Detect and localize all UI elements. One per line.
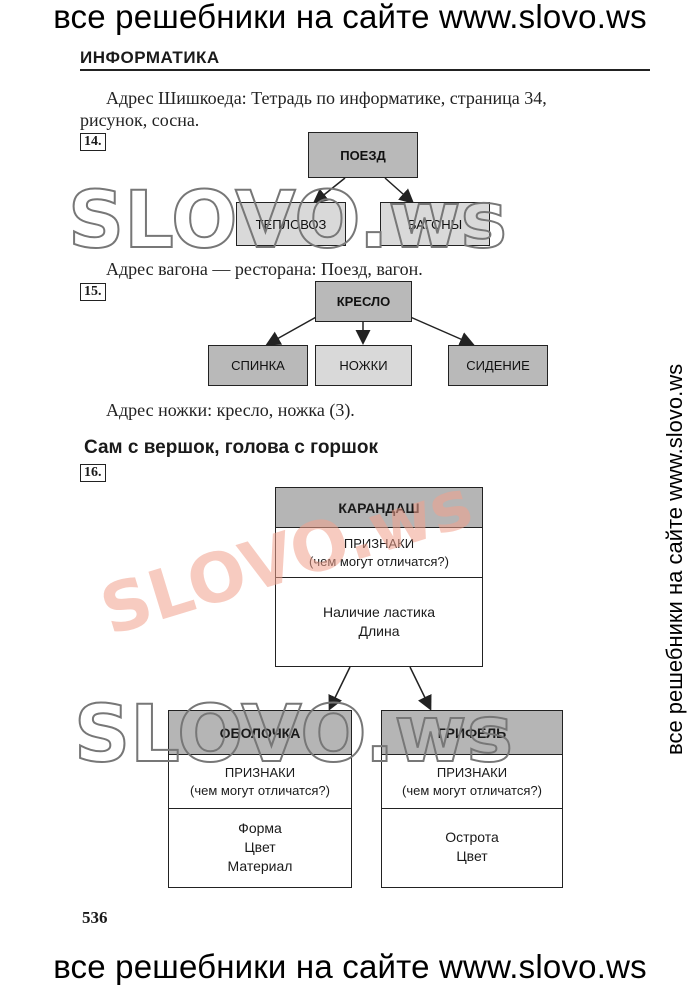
table-karandash-title: КАРАНДАШ <box>276 488 482 528</box>
task-15-answer: Адрес ножки: кресло, ножка (3). <box>106 400 355 420</box>
item: Длина <box>358 622 400 639</box>
table-grifel-features: ПРИЗНАКИ (чем могут отличатся?) <box>382 755 562 809</box>
table-obolochka: ОБОЛОЧКА ПРИЗНАКИ (чем могут отличатся?)… <box>168 710 352 888</box>
table-grifel-title: ГРИФЕЛЬ <box>382 711 562 755</box>
task-16-number: 16. <box>80 464 106 482</box>
item: Острота <box>445 829 499 845</box>
arrow-16-right <box>409 666 432 711</box>
features-sub: (чем могут отличатся?) <box>309 553 449 569</box>
node-sidenie: СИДЕНИЕ <box>448 345 548 386</box>
table-karandash-items: Наличие ластика Длина <box>276 578 482 665</box>
table-karandash: КАРАНДАШ ПРИЗНАКИ (чем могут отличатся?)… <box>275 487 483 667</box>
node-nozhki: НОЖКИ <box>315 345 412 386</box>
node-kreslo: КРЕСЛО <box>315 281 412 322</box>
table-obolochka-title: ОБОЛОЧКА <box>169 711 351 755</box>
table-grifel: ГРИФЕЛЬ ПРИЗНАКИ (чем могут отличатся?) … <box>381 710 563 888</box>
features-label: ПРИЗНАКИ <box>343 535 415 551</box>
table-grifel-items: Острота Цвет <box>382 809 562 885</box>
node-teplovoz: ТЕПЛОВОЗ <box>236 202 346 246</box>
intro-text-line2: рисунок, сосна. <box>80 110 200 130</box>
arrow-16-left <box>328 666 351 711</box>
features-sub: (чем могут отличатся?) <box>190 782 330 798</box>
table-obolochka-items: Форма Цвет Материал <box>169 809 351 885</box>
task-14-number: 14. <box>80 133 106 151</box>
section-heading: Сам с вершок, голова с горшок <box>84 437 378 458</box>
features-label: ПРИЗНАКИ <box>436 764 508 780</box>
arrow-14-left <box>312 177 346 204</box>
item: Наличие ластика <box>322 603 436 620</box>
watermark-outline-bottom: SLOVO.ws <box>73 689 514 781</box>
arrow-14-right <box>384 177 415 204</box>
intro-text-line1: Адрес Шишкоеда: Тетрадь по информатике, … <box>106 88 547 108</box>
node-spinka: СПИНКА <box>208 345 308 386</box>
item: Цвет <box>244 838 276 855</box>
item: Форма <box>238 819 282 836</box>
item: Материал <box>227 857 293 874</box>
top-banner: все решебники на сайте www.slovo.ws <box>53 0 647 35</box>
node-vagony: ВАГОНЫ <box>380 202 490 246</box>
table-obolochka-features: ПРИЗНАКИ (чем могут отличатся?) <box>169 755 351 809</box>
watermark-outline-top: SLOVO.ws <box>67 175 508 267</box>
features-label: ПРИЗНАКИ <box>224 764 296 780</box>
item: Цвет <box>456 848 488 864</box>
table-karandash-features: ПРИЗНАКИ (чем могут отличатся?) <box>276 528 482 578</box>
subject-header: ИНФОРМАТИКА <box>80 48 220 67</box>
task-15-number: 15. <box>80 283 106 301</box>
header-rule <box>80 69 650 71</box>
node-poezd: ПОЕЗД <box>308 132 418 178</box>
page-number: 536 <box>82 908 108 927</box>
bottom-banner: все решебники на сайте www.slovo.ws <box>53 948 647 985</box>
features-sub: (чем могут отличатся?) <box>402 782 542 798</box>
arrow-15-left <box>265 315 319 346</box>
arrow-15-right <box>407 315 475 347</box>
task-14-answer: Адрес вагона — ресторана: Поезд, вагон. <box>106 259 423 279</box>
